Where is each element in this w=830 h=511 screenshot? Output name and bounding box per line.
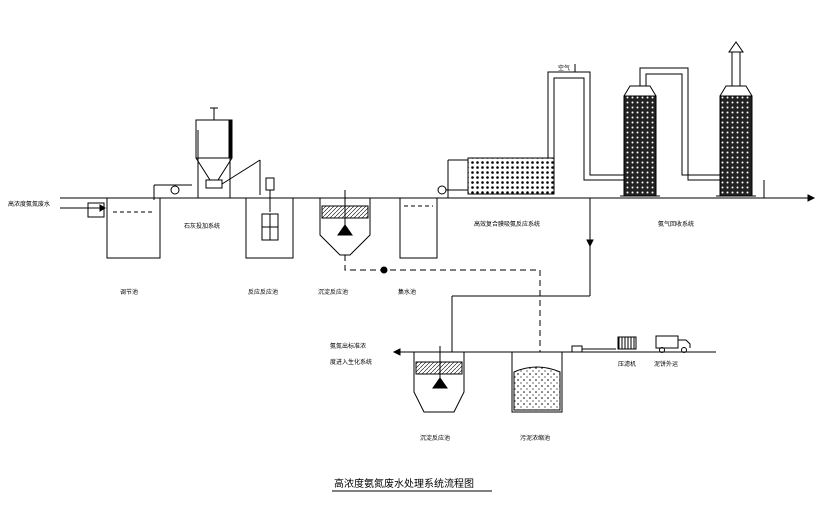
tower-2-cap <box>719 85 753 97</box>
outlet-label-1: 氨氮出标准浓 <box>330 342 366 350</box>
inlet-arrow <box>99 204 106 212</box>
membrane-unit <box>467 157 555 195</box>
sludge-thickening-tank <box>511 352 563 413</box>
truck-body <box>655 335 679 349</box>
inlet-screen <box>87 202 105 218</box>
gas-duct-2 <box>639 67 720 181</box>
truck-cab <box>677 339 691 348</box>
inlet-label: 高浓度氨氮废水 <box>8 200 50 208</box>
down-arrow <box>586 239 594 248</box>
reaction-tank <box>245 198 294 259</box>
truck-wheel-1 <box>659 347 665 353</box>
lower-settling-label: 沉淀反应池 <box>420 434 450 442</box>
settling-cone-inner <box>337 224 353 236</box>
truck-wheel-2 <box>681 347 687 353</box>
outlet-arrow-left <box>392 348 401 356</box>
sludge-pump <box>571 345 583 353</box>
filter-press <box>617 336 637 350</box>
sludge-thickening-label: 污泥浓缩池 <box>520 434 550 442</box>
collection-tank <box>399 198 438 259</box>
page-title: 高浓度氨氮废水处理系统流程图 <box>334 477 474 490</box>
lime-dosing-label: 石灰投加系统 <box>184 222 220 230</box>
regulating-tank <box>106 198 161 259</box>
outlet-label-2: 度进入生化系统 <box>330 358 372 366</box>
filter-press-label: 压滤机 <box>618 360 636 368</box>
outlet-arrow-right <box>807 194 816 202</box>
sludge-transport-label: 泥饼外运 <box>654 360 678 368</box>
lower-settling-hatch <box>415 361 463 375</box>
settling-tank-label: 沉淀反应池 <box>318 288 348 296</box>
lime-silo-cone <box>195 157 233 181</box>
lime-silo <box>195 119 233 159</box>
pump-2 <box>437 185 447 195</box>
stripping-tower-label: 高效复合膜吸氨反应系统 <box>474 220 540 228</box>
sludge-content <box>513 366 561 411</box>
reaction-tank-label: 反应反应池 <box>248 288 278 296</box>
gas-duct-2-inner <box>645 73 720 176</box>
absorption-label: 氨气回收系统 <box>658 220 694 228</box>
regulating-tank-label: 调节池 <box>120 288 138 296</box>
reaction-mixer-motor <box>265 177 275 191</box>
lime-feeder <box>205 179 223 189</box>
tower-1-cap <box>623 85 657 97</box>
sludge-line-1 <box>344 255 541 352</box>
exhaust-arrow <box>728 41 744 53</box>
tower-2 <box>719 95 753 197</box>
tower-1 <box>623 95 657 197</box>
gas-duct-1 <box>547 71 624 176</box>
air-label: 空气 <box>558 64 570 72</box>
lower-settling-inner <box>432 377 448 389</box>
pump-1 <box>170 185 180 195</box>
gas-duct-1-inner <box>553 77 624 181</box>
lime-feed-pipe <box>221 159 261 185</box>
sludge-valve <box>380 266 388 274</box>
collection-tank-label: 集水池 <box>398 288 416 296</box>
lower-settling-tank <box>413 352 465 413</box>
